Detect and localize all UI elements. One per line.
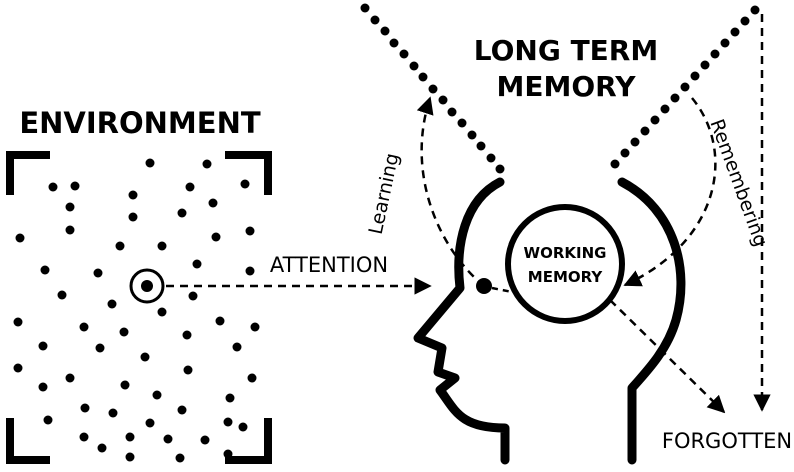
environment-label: ENVIRONMENT — [19, 106, 261, 140]
head-profile-left — [413, 177, 510, 465]
working-memory-circle — [505, 204, 625, 324]
head-profile-right — [617, 177, 686, 465]
forgotten-arrow-from-working-memory — [609, 299, 726, 414]
working-memory-label-line2: MEMORY — [528, 268, 604, 286]
frame-corner-top-right — [225, 151, 272, 195]
attended-stimulus-target — [129, 268, 165, 304]
frame-corner-bottom-left — [6, 418, 50, 464]
processing-point — [476, 278, 492, 294]
learning-label: Learning — [365, 151, 404, 236]
learning-arrow — [416, 96, 485, 287]
long-term-memory-label-line1: LONG TERM — [474, 34, 658, 67]
remembering-arrow — [623, 97, 717, 287]
frame-corner-top-left — [6, 151, 50, 195]
environment-dots — [13, 158, 260, 463]
frame-corner-bottom-right — [225, 418, 272, 464]
environment-frame — [6, 151, 272, 464]
processing-link — [491, 286, 513, 294]
attention-label: ATTENTION — [270, 253, 388, 277]
long-term-memory-boundary — [360, 3, 760, 174]
working-memory-label-line1: WORKING — [524, 244, 607, 262]
long-term-memory-label-line2: MEMORY — [497, 70, 637, 103]
forgotten-label: FORGOTTEN — [662, 429, 792, 453]
